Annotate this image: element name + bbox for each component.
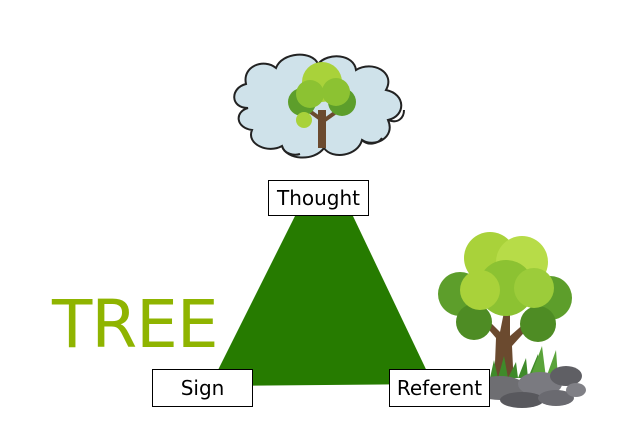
- referent-label: Referent: [389, 369, 490, 407]
- rocky-tree-icon: [438, 232, 586, 408]
- thought-cloud-icon: [233, 53, 405, 159]
- sign-label: Sign: [152, 369, 253, 407]
- sign-word: TREE: [52, 286, 219, 363]
- thought-label: Thought: [268, 180, 369, 216]
- triangle-shape: [210, 214, 433, 386]
